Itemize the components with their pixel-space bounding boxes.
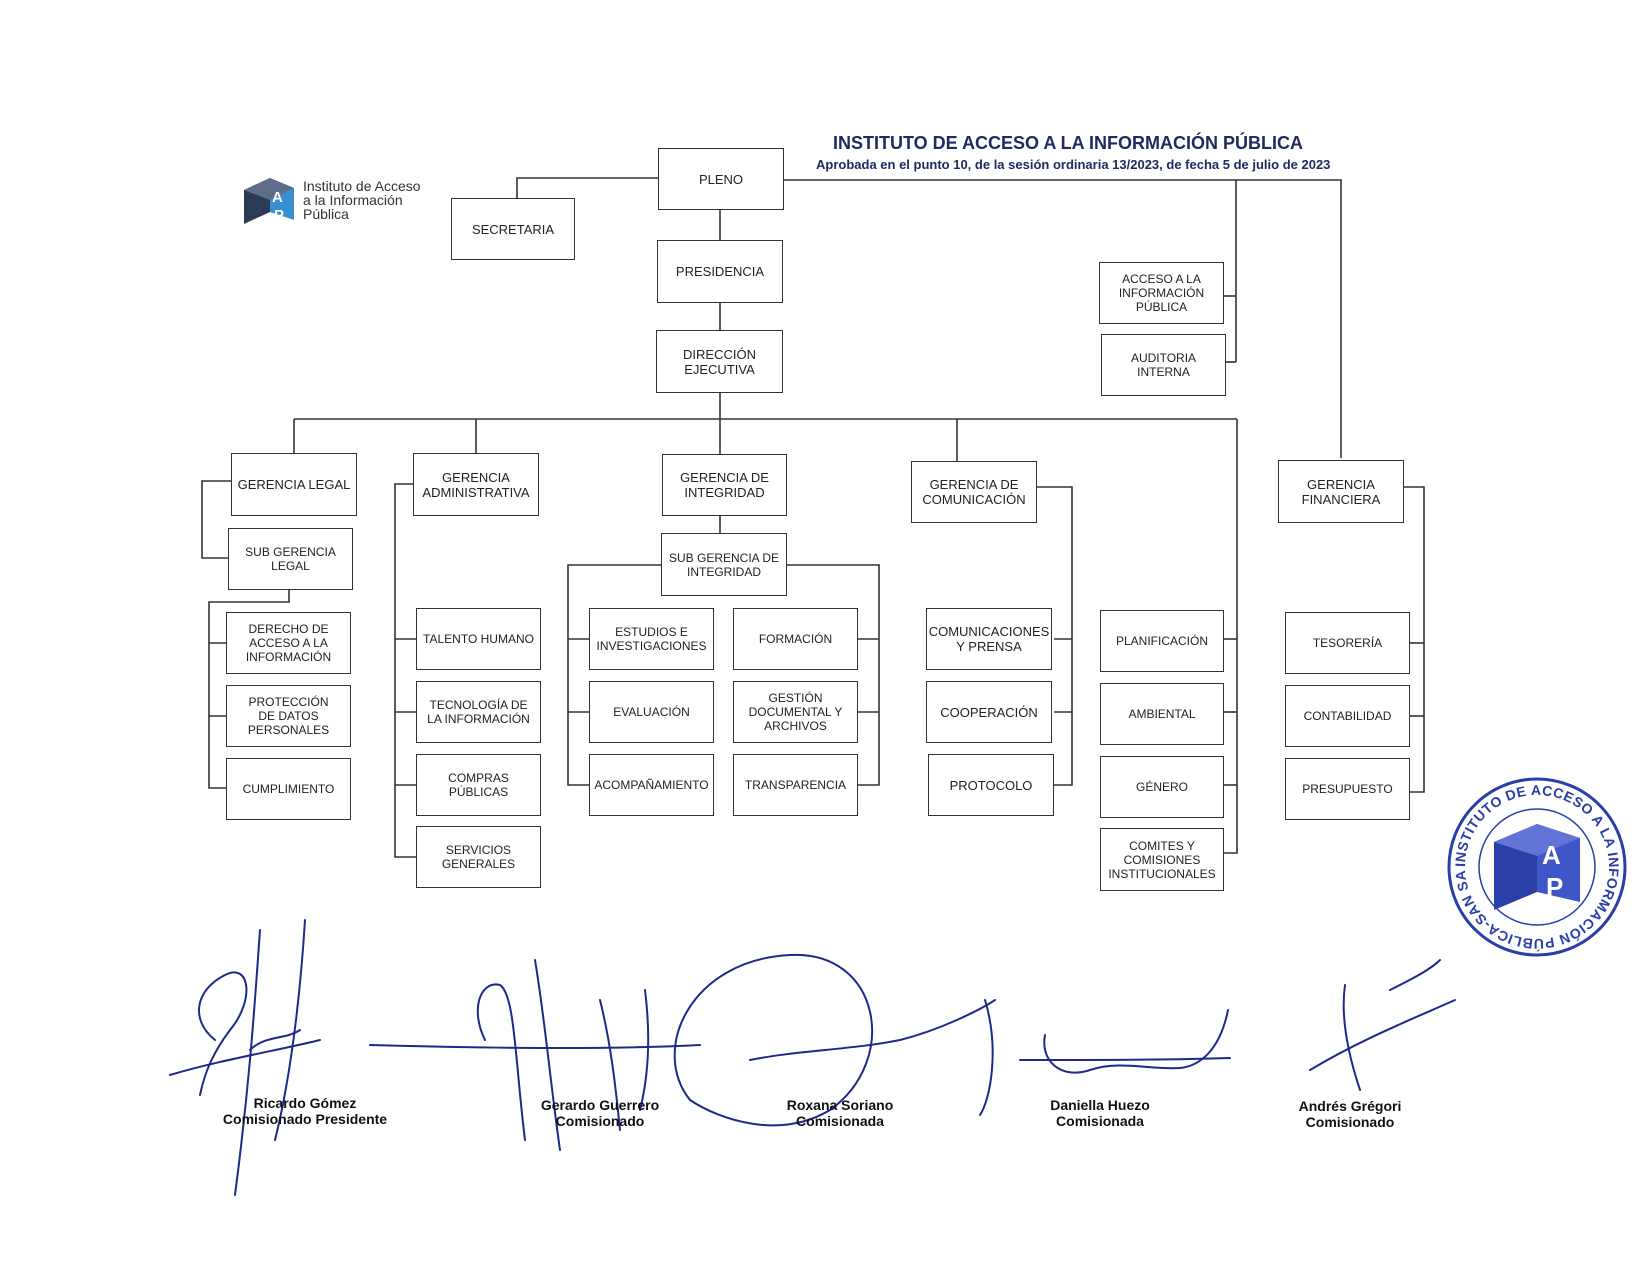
- box-formacion: FORMACIÓN: [733, 608, 858, 670]
- box-comunicaciones-prensa: COMUNICACIONES Y PRENSA: [926, 608, 1052, 670]
- official-stamp-icon: INSTITUTO DE ACCESO A LA INFORMACIÓN PÚB…: [1442, 772, 1627, 957]
- box-tesoreria: TESORERÍA: [1285, 612, 1410, 674]
- box-direccion-ejecutiva: DIRECCIÓN EJECUTIVA: [656, 330, 783, 393]
- box-secretaria: SECRETARIA: [451, 198, 575, 260]
- box-presidencia: PRESIDENCIA: [657, 240, 783, 303]
- box-presupuesto: PRESUPUESTO: [1285, 758, 1410, 820]
- signature-roxana-soriano: Roxana Soriano Comisionada: [760, 1097, 920, 1129]
- box-acompanamiento: ACOMPAÑAMIENTO: [589, 754, 714, 816]
- box-contabilidad: CONTABILIDAD: [1285, 685, 1410, 747]
- box-gerencia-financiera: GERENCIA FINANCIERA: [1278, 460, 1404, 523]
- box-servicios-generales: SERVICIOS GENERALES: [416, 826, 541, 888]
- svg-text:P: P: [1546, 872, 1563, 902]
- signature-gerardo-guerrero: Gerardo Guerrero Comisionado: [520, 1097, 680, 1129]
- box-cumplimiento: CUMPLIMIENTO: [226, 758, 351, 820]
- signature-role: Comisionado: [555, 1113, 645, 1129]
- signature-name: Andrés Grégori: [1298, 1098, 1402, 1114]
- signature-role: Comisionado: [1305, 1114, 1395, 1130]
- box-auditoria-interna: AUDITORIA INTERNA: [1101, 334, 1226, 396]
- page-title: INSTITUTO DE ACCESO A LA INFORMACIÓN PÚB…: [833, 133, 1303, 153]
- svg-text:A: A: [272, 189, 283, 206]
- box-gerencia-administrativa: GERENCIA ADMINISTRATIVA: [413, 453, 539, 516]
- box-gestion-documental: GESTIÓN DOCUMENTAL Y ARCHIVOS: [733, 681, 858, 743]
- box-genero: GÉNERO: [1100, 756, 1224, 818]
- signature-ricardo-gomez: Ricardo Gómez Comisionado Presidente: [200, 1095, 410, 1127]
- svg-text:P: P: [274, 207, 284, 224]
- signature-andres-gregori: Andrés Grégori Comisionado: [1270, 1098, 1430, 1130]
- box-protocolo: PROTOCOLO: [928, 754, 1054, 816]
- box-estudios-investigaciones: ESTUDIOS E INVESTIGACIONES: [589, 608, 714, 670]
- box-sub-gerencia-legal: SUB GERENCIA LEGAL: [228, 528, 353, 590]
- box-gerencia-legal: GERENCIA LEGAL: [231, 453, 357, 516]
- box-comites-comisiones: COMITES Y COMISIONES INSTITUCIONALES: [1100, 828, 1224, 891]
- box-gerencia-comunicacion: GERENCIA DE COMUNICACIÓN: [911, 461, 1037, 523]
- box-planificacion: PLANIFICACIÓN: [1100, 610, 1224, 672]
- iaip-logo-icon: A P: [244, 178, 294, 224]
- box-compras-publicas: COMPRAS PÚBLICAS: [416, 754, 541, 816]
- box-talento-humano: TALENTO HUMANO: [416, 608, 541, 670]
- signature-daniella-huezo: Daniella Huezo Comisionada: [1020, 1097, 1180, 1129]
- box-evaluacion: EVALUACIÓN: [589, 681, 714, 743]
- signature-name: Gerardo Guerrero: [540, 1097, 660, 1113]
- signature-role: Comisionado Presidente: [222, 1111, 388, 1127]
- signature-role: Comisionada: [1056, 1113, 1144, 1129]
- box-cooperacion: COOPERACIÓN: [926, 681, 1052, 743]
- signature-role: Comisionada: [796, 1113, 884, 1129]
- box-derecho-acceso: DERECHO DE ACCESO A LA INFORMACIÓN: [226, 612, 351, 674]
- box-acceso-informacion-publica: ACCESO A LA INFORMACIÓN PÚBLICA: [1099, 262, 1224, 324]
- logo-text: Instituto de Acceso a la Información Púb…: [303, 178, 421, 222]
- signature-name: Ricardo Gómez: [253, 1095, 357, 1111]
- signature-name: Roxana Soriano: [786, 1097, 894, 1113]
- box-ambiental: AMBIENTAL: [1100, 683, 1224, 745]
- svg-text:A: A: [1542, 840, 1561, 870]
- box-pleno: PLENO: [658, 148, 784, 210]
- box-proteccion-datos: PROTECCIÓN DE DATOS PERSONALES: [226, 685, 351, 747]
- box-gerencia-integridad: GERENCIA DE INTEGRIDAD: [662, 454, 787, 516]
- box-transparencia: TRANSPARENCIA: [733, 754, 858, 816]
- page-subtitle: Aprobada en el punto 10, de la sesión or…: [816, 157, 1331, 172]
- box-tecnologia-informacion: TECNOLOGÍA DE LA INFORMACIÓN: [416, 681, 541, 743]
- signature-name: Daniella Huezo: [1050, 1097, 1150, 1113]
- box-sub-gerencia-integridad: SUB GERENCIA DE INTEGRIDAD: [661, 533, 787, 596]
